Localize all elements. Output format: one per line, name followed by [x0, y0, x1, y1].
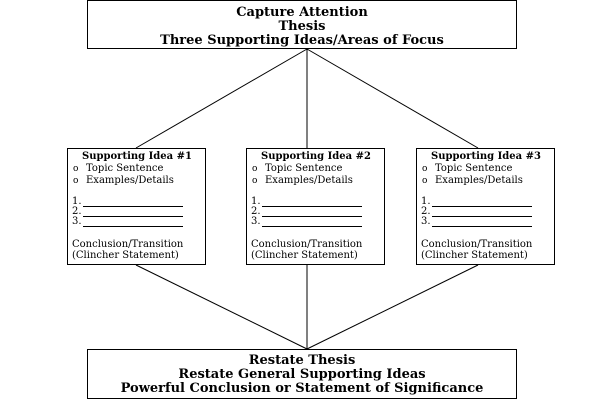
conclusion-label: Conclusion/Transition — [72, 239, 184, 250]
significance-label: Powerful Conclusion or Statement of Sign… — [120, 381, 484, 396]
examples-details-label: Examples/Details — [435, 175, 523, 186]
supporting-idea-box-1: Supporting Idea #1 o Topic Sentence o Ex… — [67, 148, 206, 265]
restate-thesis-label: Restate Thesis — [248, 353, 356, 368]
bullet-icon: o — [73, 164, 79, 174]
blank-line — [432, 208, 532, 217]
examples-details-label: Examples/Details — [265, 175, 353, 186]
conclusion-label: Conclusion/Transition — [421, 239, 533, 250]
blank-line-item: 3. — [72, 216, 202, 227]
bullet-item: o Examples/Details — [72, 175, 202, 187]
blank-line-item: 1. — [421, 196, 551, 207]
thesis-label: Thesis — [278, 19, 326, 34]
blank-number: 3. — [72, 216, 82, 227]
blank-line — [83, 218, 183, 227]
blank-line — [262, 218, 362, 227]
connector-top-left — [135, 48, 308, 149]
bullet-icon: o — [422, 164, 428, 174]
blank-line-item: 3. — [251, 216, 381, 227]
blank-number: 3. — [251, 216, 261, 227]
blank-line-item: 3. — [421, 216, 551, 227]
blank-line — [262, 208, 362, 217]
supporting-idea-title: Supporting Idea #2 — [261, 151, 371, 162]
blank-number: 2. — [72, 206, 82, 217]
blank-line — [83, 198, 183, 207]
numbered-blanks: 1. 2. 3. — [421, 196, 551, 227]
bullet-icon: o — [252, 164, 258, 174]
clincher-label: (Clincher Statement) — [72, 250, 179, 261]
bullet-icon: o — [252, 176, 258, 186]
examples-details-label: Examples/Details — [86, 175, 174, 186]
bullet-item: o Topic Sentence — [421, 163, 551, 175]
conclusion-label: Conclusion/Transition — [251, 239, 363, 250]
connector-top-right — [306, 48, 479, 149]
conclusion-box: Restate Thesis Restate General Supportin… — [87, 349, 517, 399]
bullet-item: o Topic Sentence — [251, 163, 381, 175]
bullet-item: o Topic Sentence — [72, 163, 202, 175]
bullet-item: o Examples/Details — [421, 175, 551, 187]
blank-line — [432, 218, 532, 227]
connector-bottom-left — [135, 264, 308, 350]
bullet-item: o Examples/Details — [251, 175, 381, 187]
supporting-idea-title: Supporting Idea #3 — [431, 151, 541, 162]
blank-line-item: 1. — [72, 196, 202, 207]
blank-number: 1. — [251, 196, 261, 207]
blank-number: 2. — [421, 206, 431, 217]
blank-line-item: 1. — [251, 196, 381, 207]
topic-sentence-label: Topic Sentence — [265, 163, 343, 174]
connector-bottom-right — [306, 264, 479, 350]
restate-ideas-label: Restate General Supporting Ideas — [178, 367, 426, 382]
blank-number: 3. — [421, 216, 431, 227]
capture-attention-label: Capture Attention — [236, 5, 368, 20]
bullet-icon: o — [73, 176, 79, 186]
blank-line — [262, 198, 362, 207]
supporting-idea-title: Supporting Idea #1 — [82, 151, 192, 162]
blank-line-item: 2. — [421, 206, 551, 217]
blank-line-item: 2. — [251, 206, 381, 217]
clincher-label: (Clincher Statement) — [251, 250, 358, 261]
introduction-box: Capture Attention Thesis Three Supportin… — [87, 0, 517, 49]
numbered-blanks: 1. 2. 3. — [251, 196, 381, 227]
bullet-icon: o — [422, 176, 428, 186]
blank-line-item: 2. — [72, 206, 202, 217]
blank-number: 1. — [421, 196, 431, 207]
clincher-label: (Clincher Statement) — [421, 250, 528, 261]
blank-number: 2. — [251, 206, 261, 217]
supporting-ideas-label: Three Supporting Ideas/Areas of Focus — [160, 33, 444, 48]
supporting-idea-box-3: Supporting Idea #3 o Topic Sentence o Ex… — [416, 148, 555, 265]
numbered-blanks: 1. 2. 3. — [72, 196, 202, 227]
supporting-idea-box-2: Supporting Idea #2 o Topic Sentence o Ex… — [246, 148, 385, 265]
blank-line — [83, 208, 183, 217]
blank-number: 1. — [72, 196, 82, 207]
topic-sentence-label: Topic Sentence — [435, 163, 513, 174]
blank-line — [432, 198, 532, 207]
topic-sentence-label: Topic Sentence — [86, 163, 164, 174]
